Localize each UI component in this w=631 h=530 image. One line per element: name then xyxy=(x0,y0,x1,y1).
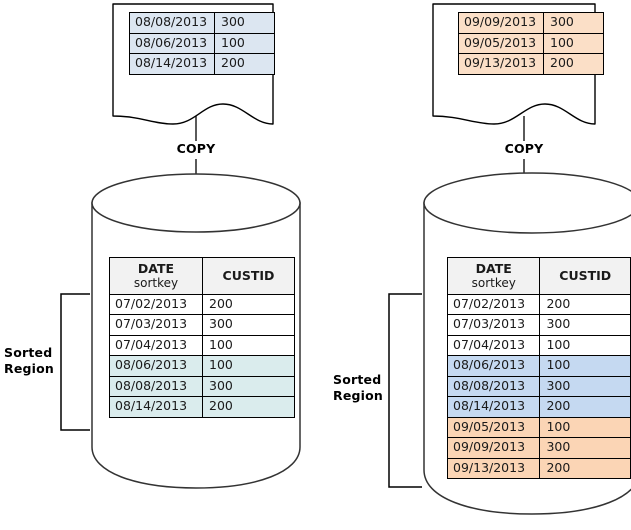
cell-date: 09/13/2013 xyxy=(458,53,544,75)
table-row: 08/14/2013 200 xyxy=(129,53,275,75)
left-sorted-region-bracket xyxy=(60,293,90,431)
table-row: 07/03/2013 300 xyxy=(109,314,295,336)
cell-date: 07/02/2013 xyxy=(109,293,203,315)
right-file-table: 09/09/2013 300 09/05/2013 100 09/13/2013… xyxy=(458,12,604,75)
column-header-date-sub: sortkey xyxy=(471,275,516,290)
table-row: 08/06/2013 100 xyxy=(129,32,275,54)
cell-date: 09/05/2013 xyxy=(458,32,544,54)
right-sorted-region-label: Sorted Region xyxy=(333,372,391,403)
cell-custid: 200 xyxy=(214,53,275,75)
right-file-rows: 09/09/2013 300 09/05/2013 100 09/13/2013… xyxy=(458,12,604,75)
cell-custid: 100 xyxy=(202,334,295,356)
left-copy-label: COPY xyxy=(176,141,216,156)
table-row: 09/05/2013 100 xyxy=(458,32,604,54)
table-header-row: DATE sortkey CUSTID xyxy=(446,257,631,295)
cell-date: 08/06/2013 xyxy=(129,32,215,54)
cell-custid: 200 xyxy=(543,53,604,75)
column-header-date: DATE sortkey xyxy=(446,257,541,295)
cell-date: 09/13/2013 xyxy=(446,457,541,479)
cell-custid: 300 xyxy=(539,437,631,459)
left-db-rows: 07/02/2013 200 07/03/2013 300 07/04/2013… xyxy=(109,293,295,418)
cell-custid: 300 xyxy=(543,12,604,34)
cell-custid: 300 xyxy=(539,314,631,336)
table-row: 08/14/2013 200 xyxy=(109,396,295,418)
table-row: 09/13/2013 200 xyxy=(446,457,631,479)
cell-date: 08/08/2013 xyxy=(129,12,215,34)
left-file-table: 08/08/2013 300 08/06/2013 100 08/14/2013… xyxy=(129,12,275,75)
cell-custid: 100 xyxy=(214,32,275,54)
table-row: 08/14/2013 200 xyxy=(446,396,631,418)
cell-custid: 300 xyxy=(214,12,275,34)
cell-date: 08/08/2013 xyxy=(109,375,203,397)
cell-custid: 200 xyxy=(539,293,631,315)
table-row: 08/06/2013 100 xyxy=(109,355,295,377)
right-db-table: DATE sortkey CUSTID 07/02/2013 200 07/03… xyxy=(446,257,631,479)
cell-custid: 300 xyxy=(539,375,631,397)
cell-date: 08/14/2013 xyxy=(109,396,203,418)
cell-date: 08/06/2013 xyxy=(109,355,203,377)
cell-custid: 100 xyxy=(202,355,295,377)
left-sorted-region-label: Sorted Region xyxy=(4,345,62,376)
cell-custid: 300 xyxy=(202,314,295,336)
table-row: 08/08/2013 300 xyxy=(109,375,295,397)
table-row: 09/09/2013 300 xyxy=(446,437,631,459)
table-row: 09/13/2013 200 xyxy=(458,53,604,75)
table-row: 09/09/2013 300 xyxy=(458,12,604,34)
cell-date: 08/14/2013 xyxy=(129,53,215,75)
table-row: 07/03/2013 300 xyxy=(446,314,631,336)
column-header-custid: CUSTID xyxy=(539,257,631,295)
cell-date: 07/03/2013 xyxy=(109,314,203,336)
left-sorted-region-line1: Sorted xyxy=(4,345,53,360)
right-sorted-region-bracket xyxy=(388,293,422,488)
table-row: 08/06/2013 100 xyxy=(446,355,631,377)
cell-date: 08/14/2013 xyxy=(446,396,541,418)
cell-custid: 200 xyxy=(202,293,295,315)
cell-date: 09/09/2013 xyxy=(446,437,541,459)
cell-custid: 100 xyxy=(539,416,631,438)
left-db-header: DATE sortkey CUSTID xyxy=(109,257,295,295)
cell-custid: 100 xyxy=(539,334,631,356)
table-row: 07/02/2013 200 xyxy=(109,293,295,315)
column-header-date: DATE sortkey xyxy=(109,257,203,295)
cell-custid: 200 xyxy=(202,396,295,418)
column-header-date-title: DATE xyxy=(475,261,512,276)
table-row: 07/04/2013 100 xyxy=(109,334,295,356)
cell-custid: 200 xyxy=(539,396,631,418)
table-row: 07/04/2013 100 xyxy=(446,334,631,356)
column-header-date-title: DATE xyxy=(137,261,175,276)
right-db-rows: 07/02/2013 200 07/03/2013 300 07/04/2013… xyxy=(446,293,631,479)
left-sorted-region-line2: Region xyxy=(4,360,55,376)
table-row: 08/08/2013 300 xyxy=(446,375,631,397)
right-db-header: DATE sortkey CUSTID xyxy=(446,257,631,295)
right-cylinder-top xyxy=(423,172,631,234)
table-header-row: DATE sortkey CUSTID xyxy=(109,257,295,295)
right-copy-label: COPY xyxy=(504,141,544,156)
cell-date: 07/03/2013 xyxy=(446,314,541,336)
right-sorted-region-line2: Region xyxy=(333,387,384,403)
cell-custid: 100 xyxy=(539,355,631,377)
cell-custid: 200 xyxy=(539,457,631,479)
column-header-custid: CUSTID xyxy=(202,257,295,295)
cell-date: 07/04/2013 xyxy=(109,334,203,356)
cell-custid: 300 xyxy=(202,375,295,397)
right-sorted-region-line1: Sorted xyxy=(333,372,382,387)
column-header-date-sub: sortkey xyxy=(133,275,179,290)
left-cylinder-top xyxy=(91,173,301,233)
table-row: 09/05/2013 100 xyxy=(446,416,631,438)
left-db-table: DATE sortkey CUSTID 07/02/2013 200 07/03… xyxy=(109,257,295,418)
cell-date: 08/06/2013 xyxy=(446,355,541,377)
cell-date: 07/02/2013 xyxy=(446,293,541,315)
cell-date: 09/05/2013 xyxy=(446,416,541,438)
cell-date: 08/08/2013 xyxy=(446,375,541,397)
table-row: 08/08/2013 300 xyxy=(129,12,275,34)
left-file-rows: 08/08/2013 300 08/06/2013 100 08/14/2013… xyxy=(129,12,275,75)
table-row: 07/02/2013 200 xyxy=(446,293,631,315)
cell-date: 09/09/2013 xyxy=(458,12,544,34)
cell-custid: 100 xyxy=(543,32,604,54)
cell-date: 07/04/2013 xyxy=(446,334,541,356)
